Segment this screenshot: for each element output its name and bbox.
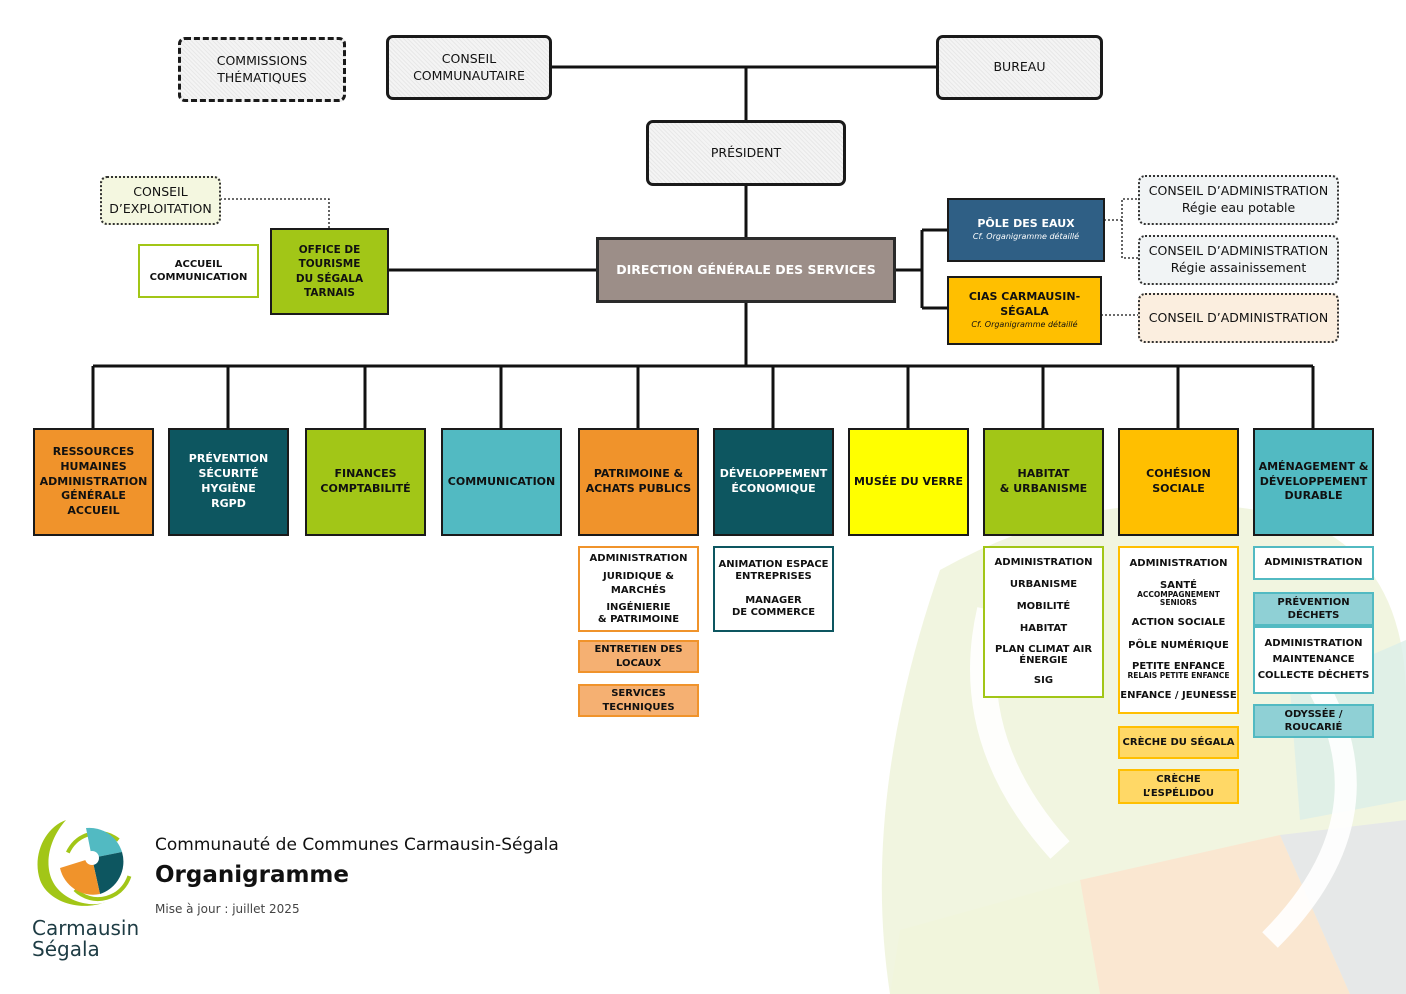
- dept-patrimoine: PATRIMOINE & ACHATS PUBLICS: [578, 428, 699, 536]
- update-date: Mise à jour : juillet 2025: [155, 902, 300, 916]
- dept-label: PATRIMOINE & ACHATS PUBLICS: [585, 467, 692, 495]
- dept-label: COMMUNICATION: [447, 474, 556, 488]
- admin-collecte-box: ADMINISTRATION MAINTENANCE COLLECTE DÉCH…: [1253, 626, 1374, 694]
- service-item: JURIDIQUE & MARCHÉS: [603, 571, 674, 596]
- dept-amenagement: AMÉNAGEMENT & DÉVELOPPEMENT DURABLE: [1253, 428, 1374, 536]
- creche-segala-box: CRÈCHE DU SÉGALA: [1118, 726, 1239, 759]
- office-label: OFFICE DE TOURISME DU SÉGALA TARNAIS: [295, 244, 364, 299]
- service-item: ADMINISTRATION: [994, 557, 1093, 569]
- service-item: SIG: [1033, 675, 1054, 687]
- techniques-label: SERVICES TECHNIQUES: [602, 688, 675, 713]
- accueil-communication-box: ACCUEIL COMMUNICATION: [138, 244, 259, 298]
- dept-cohesion: COHÉSION SOCIALE: [1118, 428, 1239, 536]
- developpement-services: ANIMATION ESPACE ENTREPRISES MANAGER DE …: [713, 546, 834, 632]
- service-item: URBANISME: [1009, 579, 1078, 591]
- service-item: SANTÉ ACCOMPAGNEMENT SENIORS: [1137, 580, 1220, 608]
- dept-musee: MUSÉE DU VERRE: [848, 428, 969, 536]
- services-techniques-box: SERVICES TECHNIQUES: [578, 684, 699, 717]
- service-item: HABITAT: [1019, 622, 1068, 634]
- dept-label: PRÉVENTION SÉCURITÉ HYGIÈNE RGPD: [188, 452, 269, 510]
- dept-label: AMÉNAGEMENT & DÉVELOPPEMENT DURABLE: [1258, 459, 1369, 503]
- logo-text-2: Ségala: [32, 937, 100, 961]
- dept-label: MUSÉE DU VERRE: [853, 474, 964, 488]
- dept-label: FINANCES COMPTABILITÉ: [320, 467, 411, 495]
- dgs-label: DIRECTION GÉNÉRALE DES SERVICES: [616, 261, 876, 277]
- carmausin-segala-logo: [37, 820, 133, 906]
- odyssee-box: ODYSSÉE / ROUCARIÉ: [1253, 704, 1374, 738]
- president-box: PRÉSIDENT: [646, 120, 846, 186]
- service-item: PÔLE NUMÉRIQUE: [1128, 639, 1229, 651]
- accueil-label: ACCUEIL COMMUNICATION: [149, 258, 248, 284]
- commissions-thematiques-box: COMMISSIONS THÉMATIQUES: [178, 37, 346, 102]
- cias-title: CIAS CARMAUSIN-SÉGALA: [968, 290, 1081, 319]
- odyssee-label: ODYSSÉE / ROUCARIÉ: [1284, 708, 1343, 734]
- service-item: MOBILITÉ: [1016, 601, 1071, 613]
- creche2-label: CRÈCHE L’ESPÉLIDOU: [1142, 774, 1215, 799]
- sante-sub: ACCOMPAGNEMENT SENIORS: [1137, 589, 1220, 607]
- bureau-label: BUREAU: [993, 59, 1046, 75]
- petite-enfance-label: PETITE ENFANCE: [1131, 661, 1225, 673]
- dept-label: RESSOURCES HUMAINES ADMINISTRATION GÉNÉR…: [39, 444, 148, 518]
- service-item: PLAN CLIMAT AIR ÉNERGIE: [994, 643, 1093, 666]
- ca3-title: CONSEIL D’ADMINISTRATION: [1148, 309, 1329, 325]
- service-item: INGÉNIERIE & PATRIMOINE: [597, 601, 680, 625]
- dept-label: DÉVELOPPEMENT ÉCONOMIQUE: [719, 467, 828, 495]
- org-name: Communauté de Communes Carmausin-Ségala: [155, 835, 559, 855]
- ca1-sub: Régie eau potable: [1181, 200, 1296, 215]
- bureau-box: BUREAU: [936, 35, 1103, 100]
- dgs-box: DIRECTION GÉNÉRALE DES SERVICES: [596, 237, 896, 303]
- cias-note: Cf. Organigramme détaillé: [971, 319, 1078, 329]
- habitat-services: ADMINISTRATION URBANISME MOBILITÉ HABITA…: [983, 546, 1104, 698]
- commissions-label: COMMISSIONS THÉMATIQUES: [216, 52, 308, 85]
- dept-developpement: DÉVELOPPEMENT ÉCONOMIQUE: [713, 428, 834, 536]
- ca1-title: CONSEIL D’ADMINISTRATION: [1148, 183, 1329, 199]
- admin-collecte-label: ADMINISTRATION MAINTENANCE COLLECTE DÉCH…: [1257, 638, 1370, 681]
- dept-label: HABITAT & URBANISME: [999, 467, 1088, 495]
- dept-finances: FINANCES COMPTABILITÉ: [305, 428, 426, 536]
- dept-prevention: PRÉVENTION SÉCURITÉ HYGIÈNE RGPD: [168, 428, 289, 536]
- prevention-dechets-label: PRÉVENTION DÉCHETS: [1277, 596, 1350, 622]
- logo-text-1: Carmausin: [32, 916, 140, 940]
- amenagement-administration-box: ADMINISTRATION: [1253, 546, 1374, 580]
- page-title: Organigramme: [155, 862, 349, 888]
- conseil-administration-assainissement-box: CONSEIL D’ADMINISTRATION Régie assainiss…: [1138, 235, 1339, 285]
- service-item: ACTION SOCIALE: [1131, 617, 1226, 629]
- patrimoine-services: ADMINISTRATION JURIDIQUE & MARCHÉS INGÉN…: [578, 546, 699, 632]
- cohesion-services: ADMINISTRATION SANTÉ ACCOMPAGNEMENT SENI…: [1118, 546, 1239, 714]
- service-item: ADMINISTRATION: [589, 553, 688, 565]
- prevention-dechets-box: PRÉVENTION DÉCHETS: [1253, 592, 1374, 626]
- conseil-administration-cias-box: CONSEIL D’ADMINISTRATION: [1138, 293, 1339, 343]
- office-tourisme-box: OFFICE DE TOURISME DU SÉGALA TARNAIS: [270, 228, 389, 315]
- pole-eaux-note: Cf. Organigramme détaillé: [972, 232, 1080, 242]
- ca2-sub: Régie assainissement: [1170, 260, 1307, 275]
- creche1-label: CRÈCHE DU SÉGALA: [1122, 736, 1235, 748]
- service-item: PETITE ENFANCE RELAIS PETITE ENFANCE: [1127, 661, 1229, 680]
- service-item: MANAGER DE COMMERCE: [731, 594, 816, 618]
- conseil-communautaire-box: CONSEIL COMMUNAUTAIRE: [386, 35, 552, 100]
- entretien-locaux-box: ENTRETIEN DES LOCAUX: [578, 640, 699, 673]
- dept-habitat: HABITAT & URBANISME: [983, 428, 1104, 536]
- dept-communication: COMMUNICATION: [441, 428, 562, 536]
- pole-eaux-title: PÔLE DES EAUX: [977, 217, 1075, 231]
- service-item: ADMINISTRATION: [1129, 558, 1228, 570]
- creche-espelidou-box: CRÈCHE L’ESPÉLIDOU: [1118, 769, 1239, 804]
- service-item: ANIMATION ESPACE ENTREPRISES: [718, 559, 829, 583]
- pole-des-eaux-box: PÔLE DES EAUX Cf. Organigramme détaillé: [947, 198, 1105, 262]
- president-label: PRÉSIDENT: [710, 144, 782, 160]
- amenagement-admin-label: ADMINISTRATION: [1264, 557, 1363, 569]
- dept-ressources-humaines: RESSOURCES HUMAINES ADMINISTRATION GÉNÉR…: [33, 428, 154, 536]
- conseil-administration-eau-box: CONSEIL D’ADMINISTRATION Régie eau potab…: [1138, 175, 1339, 225]
- ca2-title: CONSEIL D’ADMINISTRATION: [1148, 243, 1329, 259]
- petite-enfance-sub: RELAIS PETITE ENFANCE: [1127, 671, 1230, 681]
- cias-box: CIAS CARMAUSIN-SÉGALA Cf. Organigramme d…: [947, 276, 1102, 345]
- entretien-label: ENTRETIEN DES LOCAUX: [594, 644, 683, 669]
- dept-label: COHÉSION SOCIALE: [1146, 467, 1211, 495]
- conseil-label: CONSEIL COMMUNAUTAIRE: [413, 50, 525, 83]
- service-item: ENFANCE / JEUNESSE: [1120, 690, 1237, 702]
- sante-label: SANTÉ: [1160, 579, 1197, 591]
- conseil-exploitation-box: CONSEIL D’EXPLOITATION: [100, 176, 221, 225]
- conseil-exploitation-label: CONSEIL D’EXPLOITATION: [109, 183, 212, 216]
